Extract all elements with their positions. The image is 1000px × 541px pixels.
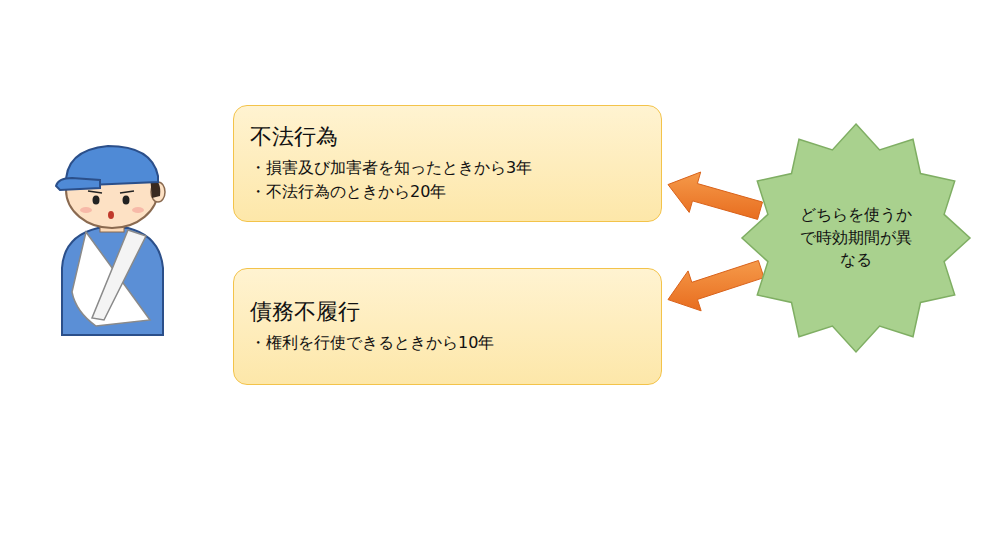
eyebrow [120, 191, 134, 193]
eye [123, 196, 130, 205]
star-shape [742, 124, 970, 352]
bullet-text: ・不法行為のときから20年 [250, 180, 645, 205]
block-arrow [668, 172, 763, 219]
mouth [108, 211, 114, 219]
sling-strap [92, 230, 146, 320]
condition-box: 不法行為・損害及び加害者を知ったときから3年・不法行為のときから20年 [233, 105, 662, 222]
bullet-text: ・損害及び加害者を知ったときから3年 [250, 156, 645, 181]
cheek [132, 207, 144, 213]
box-heading: 不法行為 [250, 122, 645, 152]
note-star: どちらを使うかで時効期間が異なる [740, 122, 972, 354]
eye [93, 196, 100, 205]
bullet-text: ・権利を行使できるときから10年 [250, 331, 645, 356]
block-arrow [668, 261, 764, 311]
note-text: どちらを使うかで時効期間が異なる [798, 204, 914, 271]
box-heading: 債務不履行 [250, 297, 645, 327]
shirt [62, 228, 163, 335]
cap-brim [56, 178, 100, 190]
eyebrow [88, 191, 102, 193]
condition-box: 債務不履行・権利を行使できるときから10年 [233, 268, 662, 385]
cheek [80, 207, 92, 213]
